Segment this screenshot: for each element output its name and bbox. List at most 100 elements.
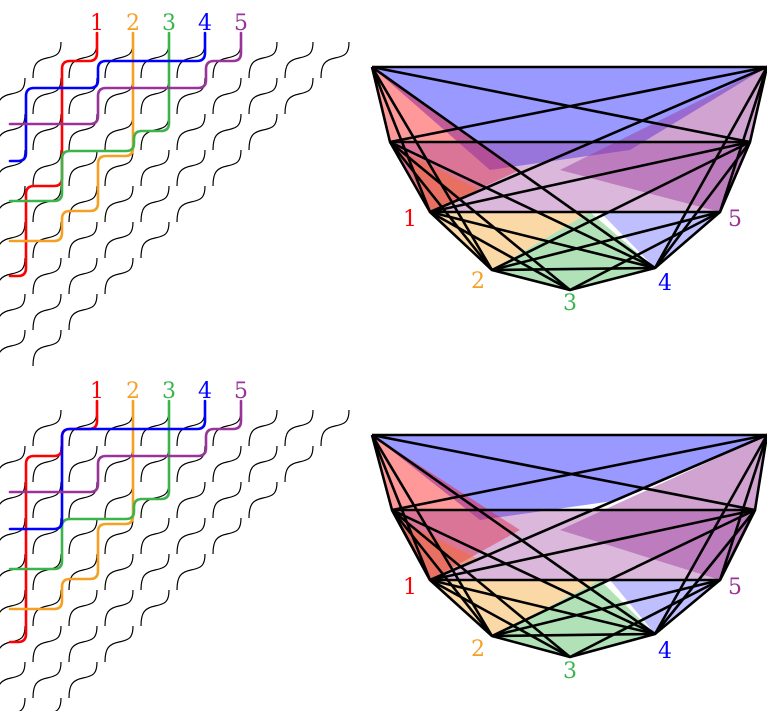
pipe-blue xyxy=(8,399,207,531)
elbow-tile xyxy=(140,185,170,223)
elbow-tile xyxy=(248,445,278,483)
elbow-tile xyxy=(0,329,26,354)
bottom-pipe-label-1: 1 xyxy=(90,379,104,404)
top-pipe-dream xyxy=(0,31,350,367)
top-pipe-label-3: 3 xyxy=(162,11,176,36)
elbow-tile xyxy=(68,553,98,591)
elbow-tile xyxy=(104,553,134,591)
top-poly-label-5: 5 xyxy=(728,207,742,232)
elbow-tile xyxy=(140,553,170,591)
bottom-poly-label-5: 5 xyxy=(728,575,742,600)
top-poly-face-red xyxy=(372,67,520,212)
elbow-tile xyxy=(248,409,278,447)
top-poly-face-lblue xyxy=(600,212,720,268)
elbow-tile xyxy=(104,149,134,187)
elbow-tile xyxy=(104,113,134,151)
bottom-figure: 1 2 3 4 5 xyxy=(0,379,767,711)
elbow-tile xyxy=(140,149,170,187)
elbow-tile xyxy=(32,553,62,591)
elbow-tile xyxy=(212,517,242,555)
elbow-tile xyxy=(0,661,26,686)
top-poly-label-3: 3 xyxy=(563,291,577,316)
bottom-poly-face-orange xyxy=(430,580,600,636)
elbow-tile xyxy=(140,445,170,483)
elbow-tile xyxy=(68,257,98,295)
elbow-tile xyxy=(140,221,170,259)
elbow-tile xyxy=(176,445,206,483)
elbow-tile xyxy=(320,41,350,79)
elbow-tile xyxy=(104,77,134,115)
top-figure: 1 2 3 4 5 xyxy=(0,11,767,367)
top-poly-face-mid xyxy=(390,142,750,212)
elbow-tile xyxy=(0,589,26,614)
bottom-poly-edges xyxy=(370,433,767,659)
bottom-poly-face-purple xyxy=(560,435,767,580)
elbow-tile xyxy=(284,445,314,483)
pipe-orange xyxy=(8,31,135,243)
pipe-green xyxy=(8,399,171,571)
elbow-tile xyxy=(104,185,134,223)
elbow-tile xyxy=(248,41,278,79)
bottom-poly-face-blue xyxy=(372,435,767,520)
elbow-tile xyxy=(68,293,98,331)
bottom-polytope: 1 2 3 4 5 xyxy=(370,433,767,684)
elbow-tile xyxy=(104,589,134,627)
elbow-tile xyxy=(176,517,206,555)
elbow-tile xyxy=(176,481,206,519)
elbow-tile xyxy=(176,113,206,151)
bottom-poly-label-1: 1 xyxy=(403,575,417,600)
elbow-tile xyxy=(248,113,278,151)
elbow-tile xyxy=(104,221,134,259)
bottom-poly-face-red xyxy=(372,435,520,580)
top-poly-edges xyxy=(370,65,767,292)
top-poly-label-1: 1 xyxy=(403,207,417,232)
elbow-tile xyxy=(68,149,98,187)
bottom-poly-face-mid xyxy=(392,510,755,580)
pipe-purple xyxy=(8,31,243,126)
elbow-tile xyxy=(0,293,26,318)
elbow-tile xyxy=(32,185,62,223)
bottom-pipe-label-5: 5 xyxy=(234,379,248,404)
elbow-tile xyxy=(212,113,242,151)
top-poly-face-purple xyxy=(560,67,767,212)
elbow-tile xyxy=(32,481,62,519)
elbow-tile xyxy=(176,553,206,591)
elbow-tile xyxy=(0,625,26,650)
elbow-tile xyxy=(212,445,242,483)
bottom-poly-label-3: 3 xyxy=(563,659,577,684)
elbow-tile xyxy=(32,149,62,187)
elbow-tile xyxy=(32,77,62,115)
elbow-tile xyxy=(104,481,134,519)
bottom-pipe-label-3: 3 xyxy=(162,379,176,404)
top-polytope: 1 2 3 4 5 xyxy=(370,65,767,316)
elbow-tile xyxy=(248,77,278,115)
elbow-tile xyxy=(32,293,62,331)
elbow-tile xyxy=(18,697,26,711)
elbow-tile xyxy=(212,149,242,187)
top-pipe-label-4: 4 xyxy=(198,11,212,36)
elbow-tile xyxy=(32,625,62,663)
elbow-tile xyxy=(32,113,62,151)
elbow-tile xyxy=(104,257,134,295)
elbow-tile xyxy=(68,481,98,519)
elbow-tile xyxy=(68,77,98,115)
elbow-tile xyxy=(32,41,62,79)
top-poly-label-4: 4 xyxy=(658,271,672,296)
bottom-pipe-label-4: 4 xyxy=(198,379,212,404)
elbow-tile xyxy=(32,517,62,555)
elbow-tile xyxy=(140,77,170,115)
elbow-tile xyxy=(32,409,62,447)
elbow-tile xyxy=(32,661,62,699)
pipe-red xyxy=(8,31,99,278)
elbow-tile xyxy=(104,625,134,663)
elbow-tile xyxy=(32,445,62,483)
elbow-tile xyxy=(0,257,26,282)
top-poly-label-2: 2 xyxy=(471,269,485,294)
elbow-tile xyxy=(176,185,206,223)
elbow-tile xyxy=(68,185,98,223)
top-poly-face-blue xyxy=(372,67,767,170)
elbow-tile xyxy=(0,553,26,578)
top-pipe-label-2: 2 xyxy=(126,11,140,36)
elbow-tile xyxy=(32,329,62,367)
